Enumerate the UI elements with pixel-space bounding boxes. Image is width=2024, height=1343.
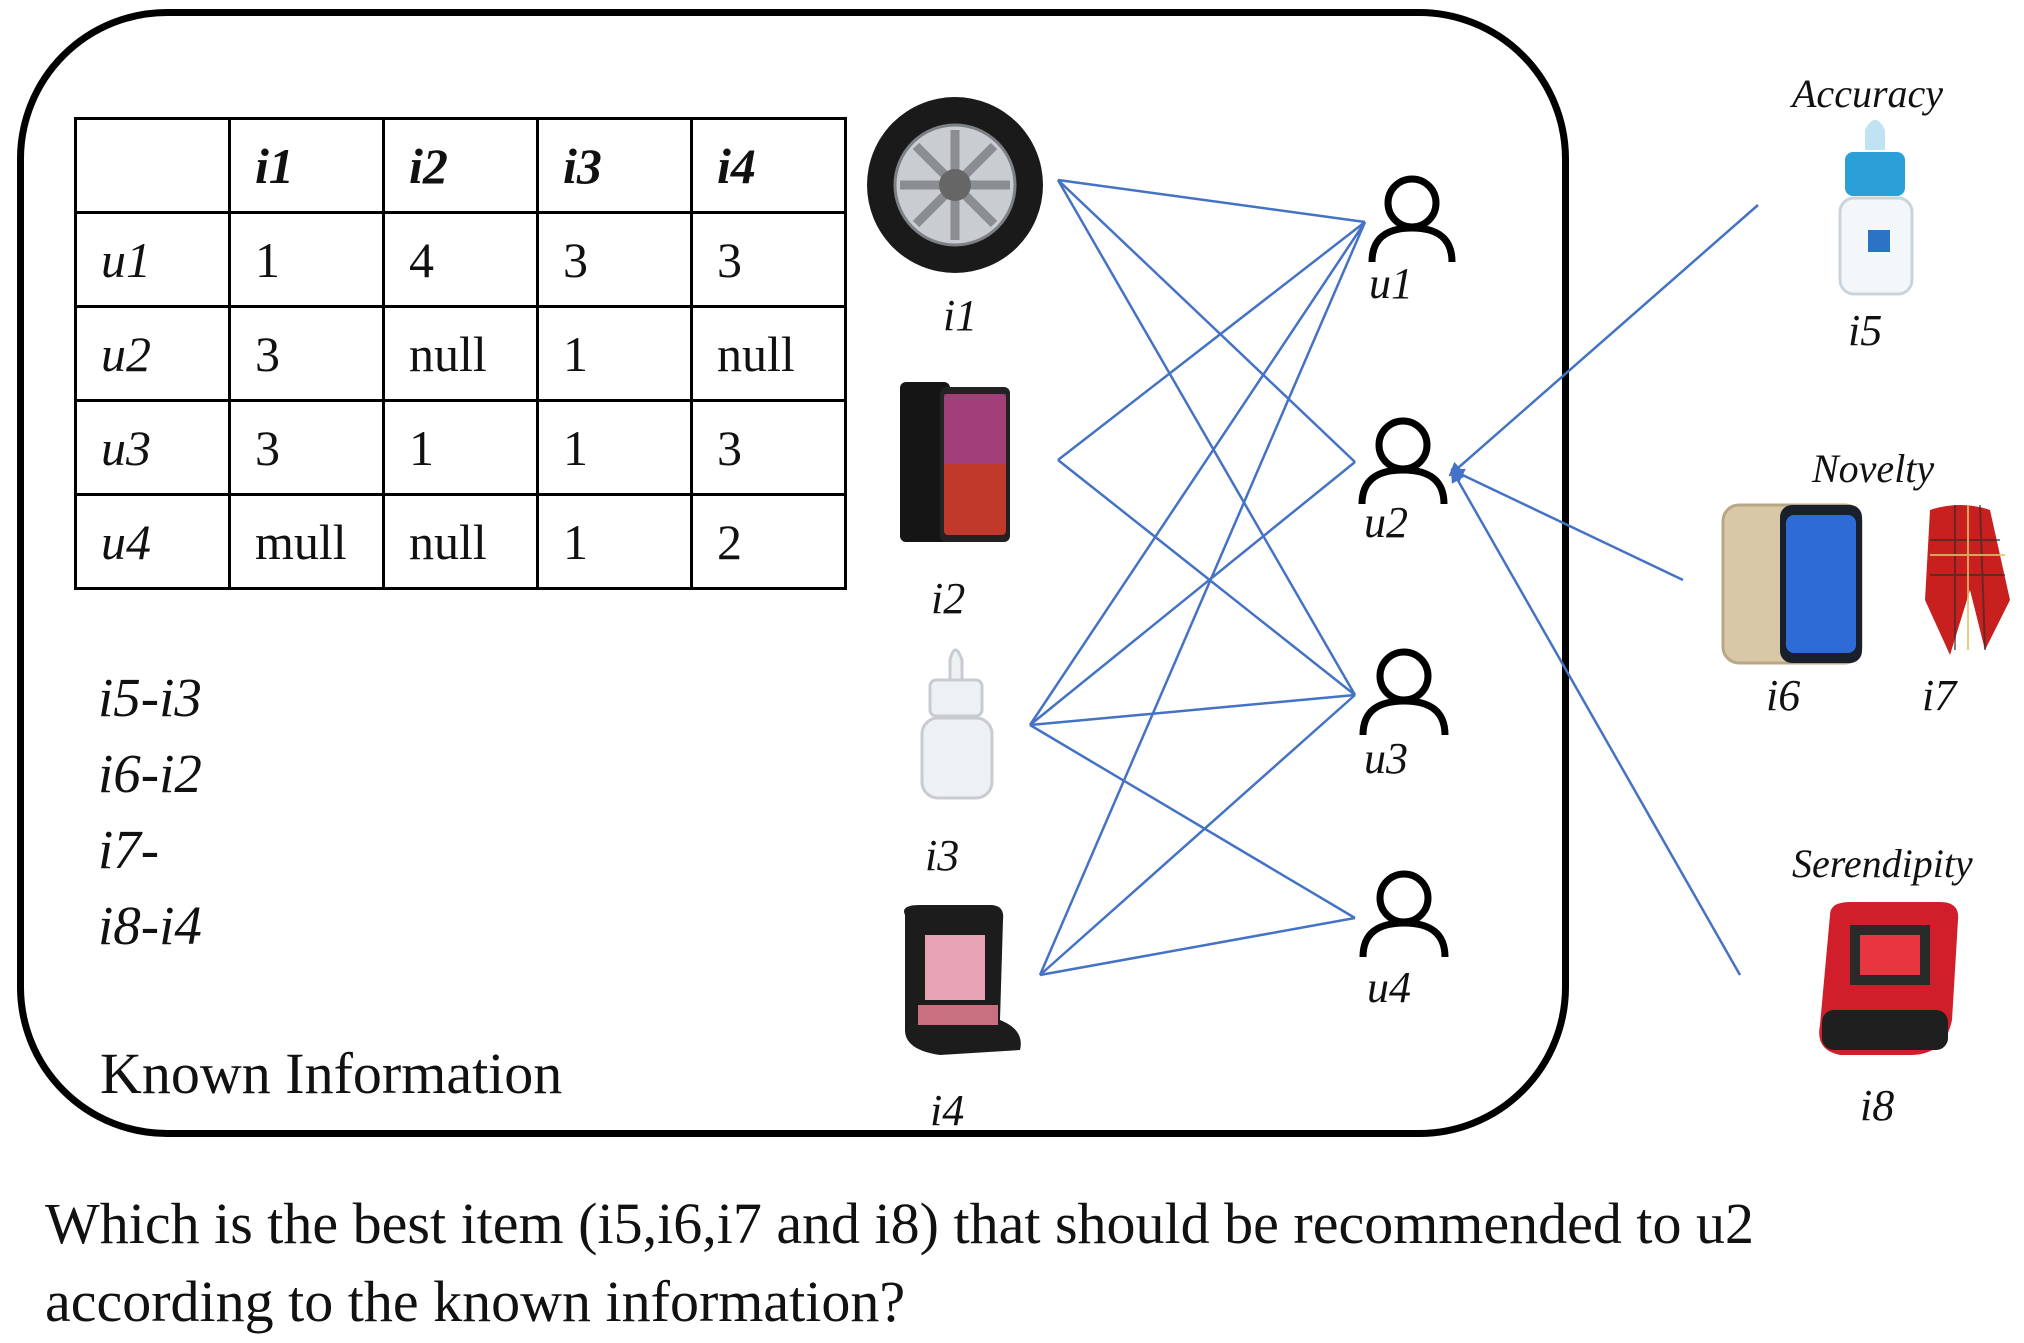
gold-phone-icon [1721,503,1863,665]
table-cell: 1 [536,493,693,590]
item-mapping-list: i5-i3 i6-i2 i7- i8-i4 [98,660,202,964]
table-cell: 3 [536,211,693,308]
car-seat-icon [904,905,1021,1055]
table-cell: 4 [382,211,539,308]
table-cell: null [382,493,539,590]
table-header-i1: i1 [228,117,385,214]
item-label-i3: i3 [925,831,960,880]
edge-i3-u2 [1029,461,1356,726]
edge-i4-u1 [1038,221,1367,976]
candidate-label-i5: i5 [1848,306,1883,355]
table-header-i4: i4 [690,117,847,214]
edge-i1-u1 [1057,178,1366,224]
question-text: Which is the best item (i5,i6,i7 and i8)… [45,1191,1755,1334]
edge-i2-u1 [1057,221,1366,461]
user-u4-icon [1359,870,1449,958]
row-user: u2 [74,305,231,402]
candidate-label-i8: i8 [1860,1081,1895,1130]
table-cell: 1 [536,399,693,496]
edge-i3-u1 [1028,221,1367,726]
serendipity-title: Serendipity [1792,841,1973,886]
item-label-i1: i1 [943,291,978,340]
table-cell: 2 [690,493,847,590]
table-header-i2: i2 [382,117,539,214]
table-row: u4 mull null 1 2 [74,493,847,590]
table-corner [74,117,231,214]
mapping-entry: i6-i2 [98,743,202,804]
known-information-label: Known Information [100,1041,563,1106]
table-cell: null [690,305,847,402]
tire-icon [867,97,1043,273]
rating-matrix: i1 i2 i3 i4 u1 1 4 3 3 u2 3 null 1 null … [74,117,847,590]
novelty-title: Novelty [1812,446,1935,491]
red-car-seat-icon [1819,902,1959,1055]
user-label-u1: u1 [1369,259,1413,308]
mapping-entry: i5-i3 [98,667,202,728]
edge-i1-u3 [1056,179,1357,696]
table-row: u2 3 null 1 null [74,305,847,402]
candidate-label-i6: i6 [1766,671,1801,720]
mapping-entry: i7- [98,819,160,880]
table-cell: null [382,305,539,402]
table-cell: 3 [690,399,847,496]
table-row: u3 3 1 1 3 [74,399,847,496]
item-label-i2: i2 [931,574,966,623]
edge-i2-u3 [1057,459,1356,696]
table-cell: 3 [690,211,847,308]
edge-i3-u3 [1029,693,1356,727]
user-label-u2: u2 [1364,498,1408,547]
table-cell: 1 [536,305,693,402]
item-label-i4: i4 [930,1086,965,1135]
user-label-u3: u3 [1364,734,1408,783]
row-user: u4 [74,493,231,590]
table-cell: 3 [228,305,385,402]
user-u2-icon [1358,417,1448,505]
edge-i1-u2 [1057,179,1356,463]
table-cell: 1 [228,211,385,308]
accuracy-title: Accuracy [1792,71,1944,116]
candidate-label-i7: i7 [1922,671,1957,720]
mapping-entry: i8-i4 [98,895,202,956]
row-user: u1 [74,211,231,308]
table-header-row: i1 i2 i3 i4 [74,117,847,214]
user-u1-icon [1368,175,1456,263]
scarf-icon [1925,504,2010,655]
arrow-i5-u2 [1448,204,1759,477]
table-cell: 3 [228,399,385,496]
arrow-i8-u2 [1450,468,1742,976]
table-row: u1 1 4 3 3 [74,211,847,308]
smartphone-icon [900,382,1010,542]
arrow-i6-u2 [1450,468,1684,582]
edge-i3-u4 [1029,723,1356,920]
edge-i4-u4 [1039,916,1356,977]
user-u3-icon [1359,648,1449,736]
user-label-u4: u4 [1367,963,1411,1012]
table-cell: 1 [382,399,539,496]
known-information-frame [17,9,1569,1137]
row-user: u3 [74,399,231,496]
table-header-i3: i3 [536,117,693,214]
edge-i4-u3 [1039,694,1356,976]
blue-bottle-icon [1838,120,1914,296]
baby-bottle-icon [920,648,994,800]
table-cell: mull [228,493,385,590]
